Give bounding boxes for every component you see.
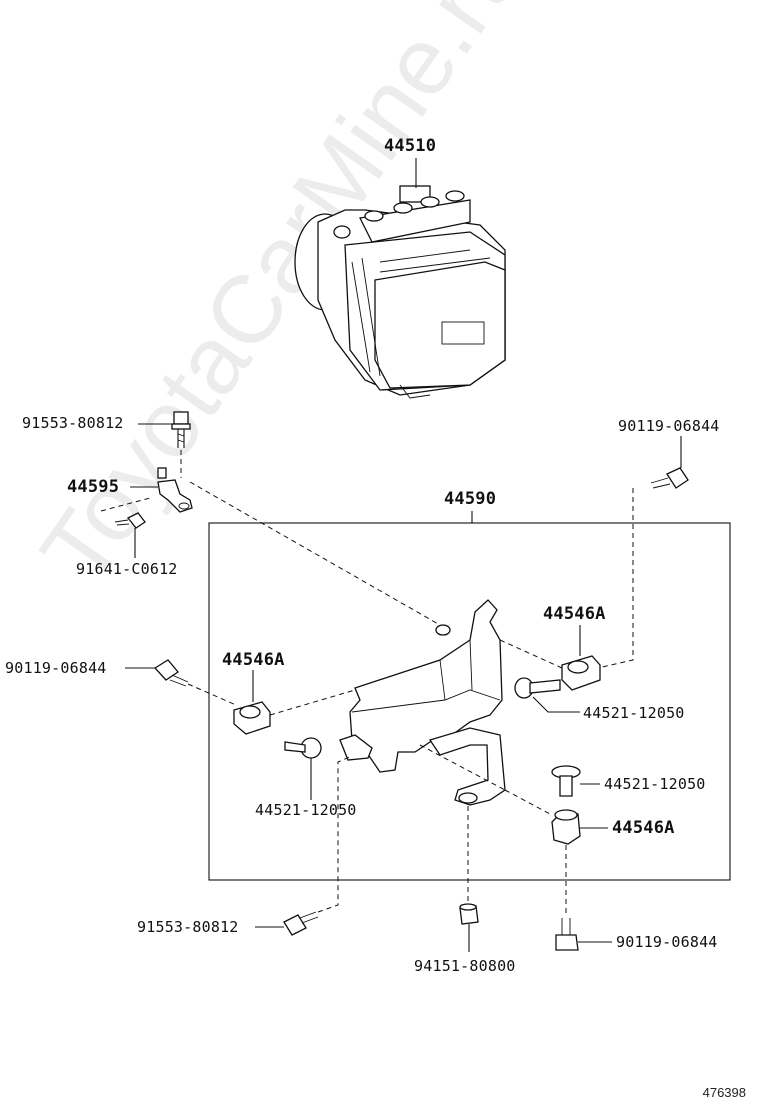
label-90119-top-right: 90119-06844 — [618, 417, 720, 435]
collar-44521-mid-right[interactable] — [551, 765, 581, 797]
cushion-44546A-right[interactable] — [561, 655, 601, 691]
cushion-44546A-bottom[interactable] — [551, 809, 581, 845]
bolt-91553-top[interactable] — [171, 411, 191, 448]
label-94151: 94151-80800 — [414, 957, 516, 975]
collar-44521-left[interactable] — [284, 737, 322, 759]
label-44521-right: 44521-12050 — [583, 704, 685, 722]
bolt-90119-bottom[interactable] — [555, 918, 579, 951]
label-44510: 44510 — [384, 136, 437, 156]
label-44546A-left: 44546A — [222, 650, 285, 670]
cushion-44546A-left[interactable] — [233, 701, 271, 735]
assembly-box-44590 — [208, 522, 731, 881]
label-44546A-bottom: 44546A — [612, 818, 675, 838]
collar-44521-right[interactable] — [514, 677, 561, 699]
bracket-44590[interactable] — [339, 599, 506, 806]
label-44521-mid-right: 44521-12050 — [604, 775, 706, 793]
label-90119-left: 90119-06844 — [5, 659, 107, 677]
label-90119-bottom: 90119-06844 — [616, 933, 718, 951]
label-44590: 44590 — [444, 489, 497, 509]
nut-94151[interactable] — [459, 903, 479, 925]
bracket-44595[interactable] — [157, 467, 193, 513]
label-44546A-right: 44546A — [543, 604, 606, 624]
label-44521-left: 44521-12050 — [255, 801, 357, 819]
label-91641: 91641-C0612 — [76, 560, 178, 578]
bolt-90119-left[interactable] — [153, 659, 189, 687]
label-91553-bottom: 91553-80812 — [137, 918, 239, 936]
abs-actuator-assembly[interactable] — [294, 185, 506, 399]
label-44595: 44595 — [67, 477, 120, 497]
bolt-90119-top-right[interactable] — [650, 467, 689, 489]
bolt-91553-bottom[interactable] — [283, 911, 319, 936]
bolt-91641[interactable] — [114, 512, 146, 529]
figure-number: 476398 — [702, 1085, 746, 1100]
label-91553-top: 91553-80812 — [22, 414, 124, 432]
